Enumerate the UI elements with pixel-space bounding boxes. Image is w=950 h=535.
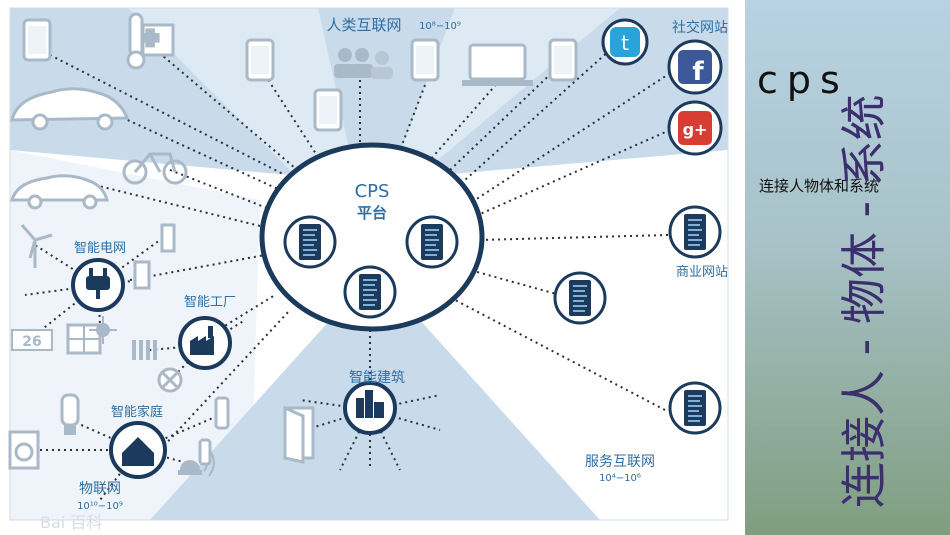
svg-text:g+: g+: [683, 120, 708, 139]
server-icon: [668, 381, 722, 435]
label-smart-building: 智能建筑: [349, 370, 405, 386]
facebook-icon: f: [667, 39, 723, 95]
twitter-icon: t: [601, 18, 649, 66]
server-icon: [343, 265, 397, 319]
label-service-net: 服务互联网: [585, 454, 655, 470]
door-icon: [283, 405, 315, 464]
server-icon: [668, 205, 722, 259]
label-smart-home: 智能家庭: [111, 404, 163, 420]
cps-subtitle: 平台: [357, 204, 387, 222]
cps-title: CPS: [355, 181, 390, 202]
label-service-range: 10⁴−10⁶: [599, 473, 641, 484]
sun-icon: [89, 316, 117, 344]
electric-car-icon: [10, 87, 130, 131]
people-icon: [334, 48, 393, 79]
battery-icon: [133, 223, 176, 290]
server-icon: [553, 271, 607, 325]
cps-platform: [259, 142, 485, 332]
phone-icon: [245, 38, 275, 82]
label-smart-factory: 智能工厂: [184, 295, 236, 310]
watermark: Bai 百科: [40, 513, 102, 532]
lightbulb-icon: [60, 393, 80, 435]
laptop-icon: [462, 43, 533, 86]
svg-text:26: 26: [22, 334, 41, 350]
washing-machine-icon: [8, 430, 40, 470]
side-vertical-text: 连接人 - 物体 - 系统: [837, 94, 891, 508]
wind-turbine-icon: [20, 224, 53, 268]
plug-icon: [71, 258, 125, 312]
label-social: 社交网站: [672, 19, 728, 36]
cps-diagram: CPS 平台: [8, 7, 729, 532]
label-human-net: 人类互联网: [326, 16, 401, 34]
svg-text:f: f: [692, 57, 704, 87]
house-icon: [109, 421, 167, 479]
server-icon: [405, 215, 459, 269]
label-business: 商业网站: [676, 265, 728, 280]
phone-icon: [313, 88, 343, 132]
factory-icon: [178, 316, 232, 370]
meter-icon: 26: [11, 329, 53, 351]
side-subtitle: 连接人物体和系统: [759, 177, 880, 195]
tools-icon: [157, 367, 183, 393]
label-smart-grid: 智能电网: [74, 241, 126, 256]
phone-icon: [548, 38, 578, 82]
side-panel: cps 连接人物体和系统 连接人 - 物体 - 系统: [745, 0, 950, 535]
phone-icon: [410, 38, 440, 82]
label-iot: 物联网: [79, 481, 121, 497]
label-human-net-range: 10⁸−10⁹: [419, 21, 461, 32]
svg-text:t: t: [621, 31, 629, 55]
side-title: cps: [757, 58, 849, 102]
building-icon: [343, 381, 397, 435]
electric-car-icon: [10, 174, 109, 210]
medical-icon: [140, 23, 175, 57]
label-iot-range: 10¹⁰−10⁹: [77, 501, 123, 512]
bicycle-icon: [122, 152, 188, 185]
server-icon: [283, 215, 337, 269]
phone-icon: [22, 18, 52, 62]
barcode-icon: [132, 340, 157, 360]
google-plus-icon: g+: [667, 100, 723, 156]
plug-socket-icon: [198, 396, 230, 466]
thermometer-icon: [126, 12, 146, 70]
